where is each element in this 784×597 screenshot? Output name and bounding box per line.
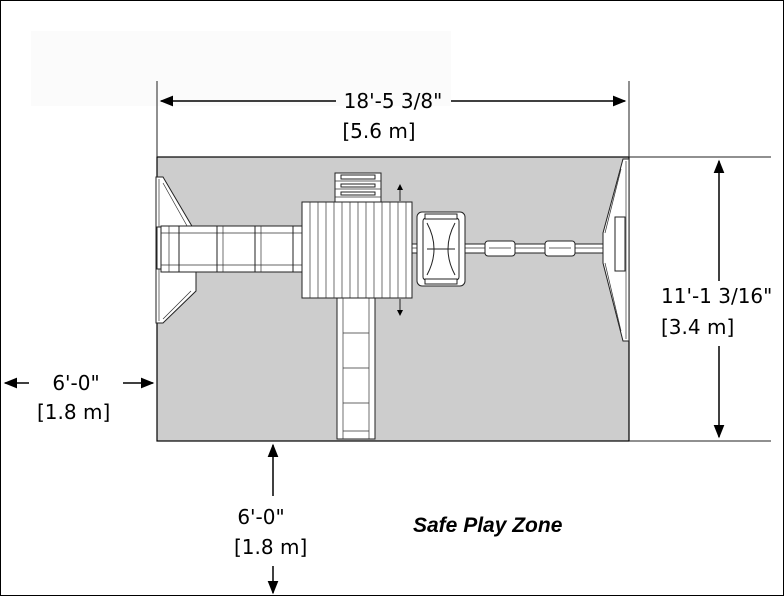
side-clearance-metric-label: [1.8 m]	[37, 400, 110, 424]
fort-side-arrows	[397, 184, 403, 316]
depth-dimension: 11'-1 3/16" [3.4 m]	[629, 156, 772, 442]
depth-imperial-label: 11'-1 3/16"	[661, 284, 772, 308]
side-clearance-dimension: 6'-0" [1.8 m]	[3, 371, 155, 424]
playset-structure	[155, 158, 630, 440]
overhead-ladder	[160, 225, 304, 273]
front-clearance-metric-label: [1.8 m]	[234, 535, 307, 559]
slide	[336, 297, 376, 440]
belt-swing-2	[544, 240, 576, 257]
fort-deck	[301, 201, 413, 299]
glider-swing	[416, 211, 466, 287]
background-artifact	[31, 31, 451, 106]
width-metric-label: [5.6 m]	[342, 119, 415, 143]
depth-metric-label: [3.4 m]	[661, 315, 734, 339]
safe-play-zone-area	[156, 156, 630, 442]
safe-play-zone-caption: Safe Play Zone	[413, 514, 563, 537]
width-dimension: 18'-5 3/8" [5.6 m]	[156, 81, 630, 157]
side-clearance-imperial-label: 6'-0"	[52, 371, 99, 395]
climbing-steps	[334, 172, 382, 204]
right-a-frame	[602, 158, 630, 342]
front-clearance-dimension: 6'-0" [1.8 m]	[234, 443, 307, 595]
width-imperial-label: 18'-5 3/8"	[344, 89, 443, 113]
belt-swing-1	[484, 240, 516, 257]
front-clearance-imperial-label: 6'-0"	[237, 505, 284, 529]
